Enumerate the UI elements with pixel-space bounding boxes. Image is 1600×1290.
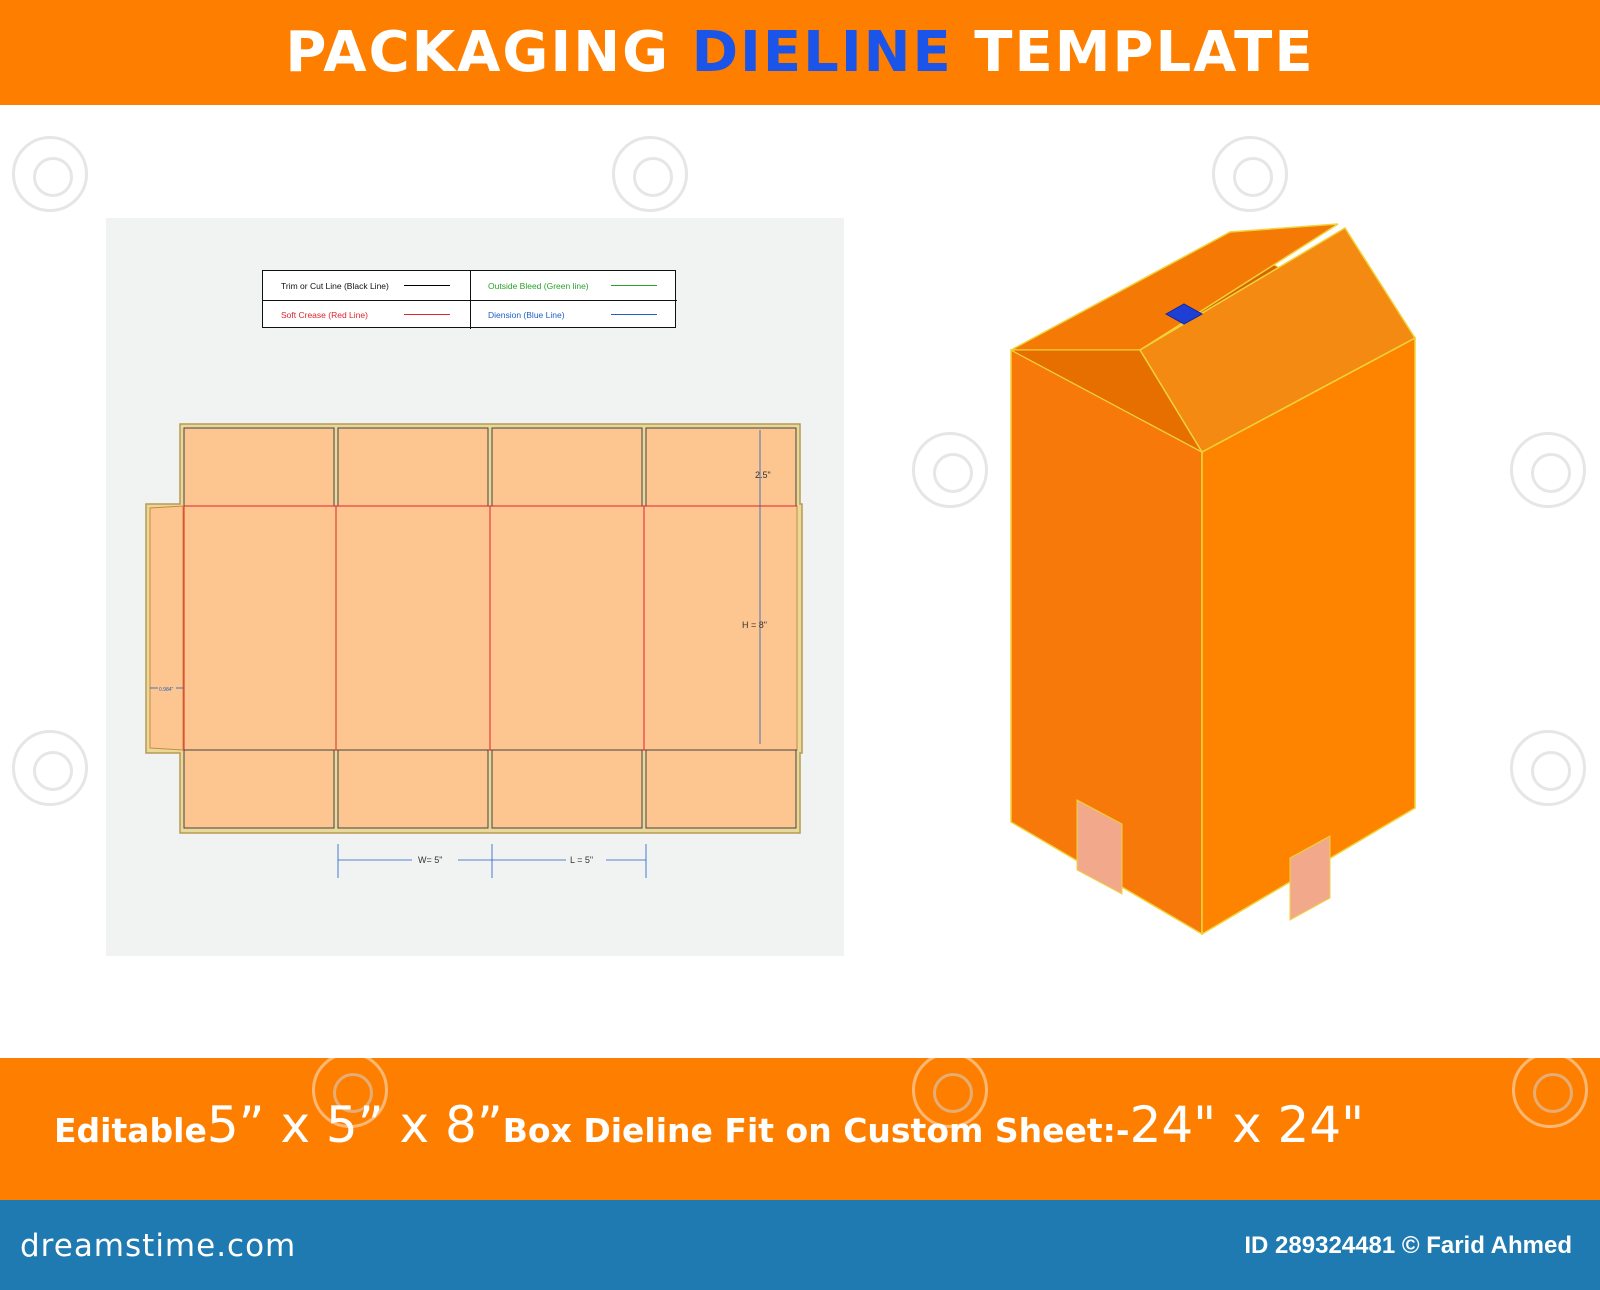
legend-divider xyxy=(263,300,677,301)
glue-flap xyxy=(149,505,184,751)
top-flap xyxy=(645,427,797,507)
caption-sheet: 24" x 24" xyxy=(1129,1096,1365,1154)
caption-part1: Editable xyxy=(54,1111,207,1150)
legend-trim: Trim or Cut Line (Black Line) xyxy=(263,271,470,300)
legend-trim-sample xyxy=(404,285,450,286)
footer-bar: dreamstime.com ID 289324481 © Farid Ahme… xyxy=(0,1200,1600,1290)
box-top-flap-right xyxy=(1138,226,1417,453)
caption-part2: Box Dieline Fit on Custom Sheet:- xyxy=(502,1111,1130,1150)
caption-dims: 5” x 5” x 8” xyxy=(206,1096,503,1154)
top-flap xyxy=(491,427,643,507)
box-bottom-tab xyxy=(1289,835,1331,921)
watermark-icon xyxy=(912,1052,988,1128)
box-bottom-tab xyxy=(1076,799,1123,895)
bottom-flap xyxy=(183,749,335,829)
legend-table: Trim or Cut Line (Black Line) Outside Bl… xyxy=(262,270,677,329)
title-part1: PACKAGING xyxy=(285,20,692,85)
header-banner: PACKAGING DIELINE TEMPLATE xyxy=(0,0,1600,105)
legend-crease-sample xyxy=(404,314,450,315)
watermark-icon xyxy=(1512,1052,1588,1128)
flap-dimension: 2.5" xyxy=(755,470,771,480)
watermark-icon xyxy=(12,136,88,212)
page-title: PACKAGING DIELINE TEMPLATE xyxy=(285,20,1314,85)
dieline-panel: 2.5" H = 8" 0.984" W= 5" L = 5" Trim or … xyxy=(106,218,844,956)
watermark-icon xyxy=(312,1052,388,1128)
legend-bleed: Outside Bleed (Green line) xyxy=(470,271,677,300)
site-logo[interactable]: dreamstime.com xyxy=(20,1228,297,1264)
bottom-flap xyxy=(337,749,489,829)
bottom-flap xyxy=(491,749,643,829)
bottom-flap xyxy=(645,749,797,829)
caption-banner: Editable 5” x 5” x 8” Box Dieline Fit on… xyxy=(0,1052,1600,1200)
legend-dimension-sample xyxy=(611,314,657,315)
watermark-icon xyxy=(912,432,988,508)
title-part2: TEMPLATE xyxy=(952,20,1315,85)
watermark-icon xyxy=(12,730,88,806)
legend-dimension: Diension (Blue Line) xyxy=(470,300,677,329)
box-blue-tag xyxy=(1164,303,1204,325)
top-flap xyxy=(183,427,335,507)
legend-crease-label: Soft Crease (Red Line) xyxy=(281,309,368,320)
caption-text: Editable 5” x 5” x 8” Box Dieline Fit on… xyxy=(54,1096,1364,1166)
watermark-icon xyxy=(1510,730,1586,806)
length-dimension: L = 5" xyxy=(570,855,593,865)
width-dimension: W= 5" xyxy=(418,855,442,865)
legend-bleed-sample xyxy=(611,285,657,286)
top-flap xyxy=(337,427,489,507)
dieline-drawing: 2.5" H = 8" 0.984" W= 5" L = 5" xyxy=(145,423,803,878)
legend-crease: Soft Crease (Red Line) xyxy=(263,300,470,329)
watermark-icon xyxy=(1212,136,1288,212)
watermark-icon xyxy=(1510,432,1586,508)
image-credit: ID 289324481 © Farid Ahmed xyxy=(1244,1232,1572,1259)
glue-dimension: 0.984" xyxy=(159,687,174,693)
box-mockup xyxy=(1009,223,1417,936)
legend-bleed-label: Outside Bleed (Green line) xyxy=(488,280,589,291)
height-dimension: H = 8" xyxy=(742,620,767,630)
legend-dimension-label: Diension (Blue Line) xyxy=(488,309,565,320)
title-accent: DIELINE xyxy=(691,20,953,85)
legend-trim-label: Trim or Cut Line (Black Line) xyxy=(281,280,389,291)
watermark-icon xyxy=(612,136,688,212)
